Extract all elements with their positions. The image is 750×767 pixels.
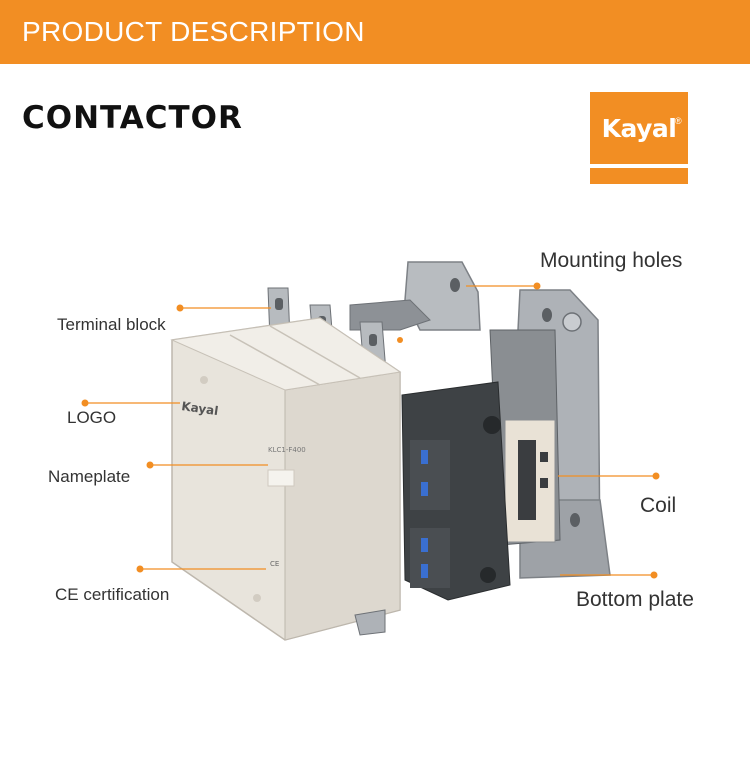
- callout-lines: [81, 282, 660, 579]
- coil-unit: [489, 329, 561, 546]
- label-coil: Coil: [640, 494, 677, 517]
- page-title: CONTACTOR: [22, 100, 243, 136]
- contactor-body: [170, 317, 402, 641]
- product-ce-marking: CE: [270, 560, 279, 568]
- label-terminal-block: Terminal block: [57, 315, 166, 334]
- label-mounting-holes: Mounting holes: [540, 249, 683, 272]
- label-bottom-plate: Bottom plate: [576, 588, 694, 611]
- header-title: PRODUCT DESCRIPTION: [22, 16, 365, 47]
- label-ce-certification: CE certification: [55, 585, 170, 604]
- logo-top-block: [590, 92, 688, 164]
- mounting-hole: [450, 278, 460, 292]
- mounting-hole: [570, 513, 580, 527]
- logo-registered-mark: ®: [675, 116, 682, 126]
- logo-bottom-bar: [590, 168, 688, 184]
- label-nameplate: Nameplate: [48, 467, 131, 486]
- label-logo: LOGO: [67, 408, 117, 427]
- logo-text: Kayal: [601, 114, 677, 143]
- brand-logo: Kayal ®: [590, 92, 688, 184]
- product-model-marking: KLC1-F400: [268, 446, 306, 454]
- auxiliary-block: [401, 381, 511, 601]
- header-bar: PRODUCT DESCRIPTION: [0, 0, 750, 64]
- product-brand-marking: Kayal: [181, 399, 220, 418]
- mounting-hole: [542, 308, 552, 322]
